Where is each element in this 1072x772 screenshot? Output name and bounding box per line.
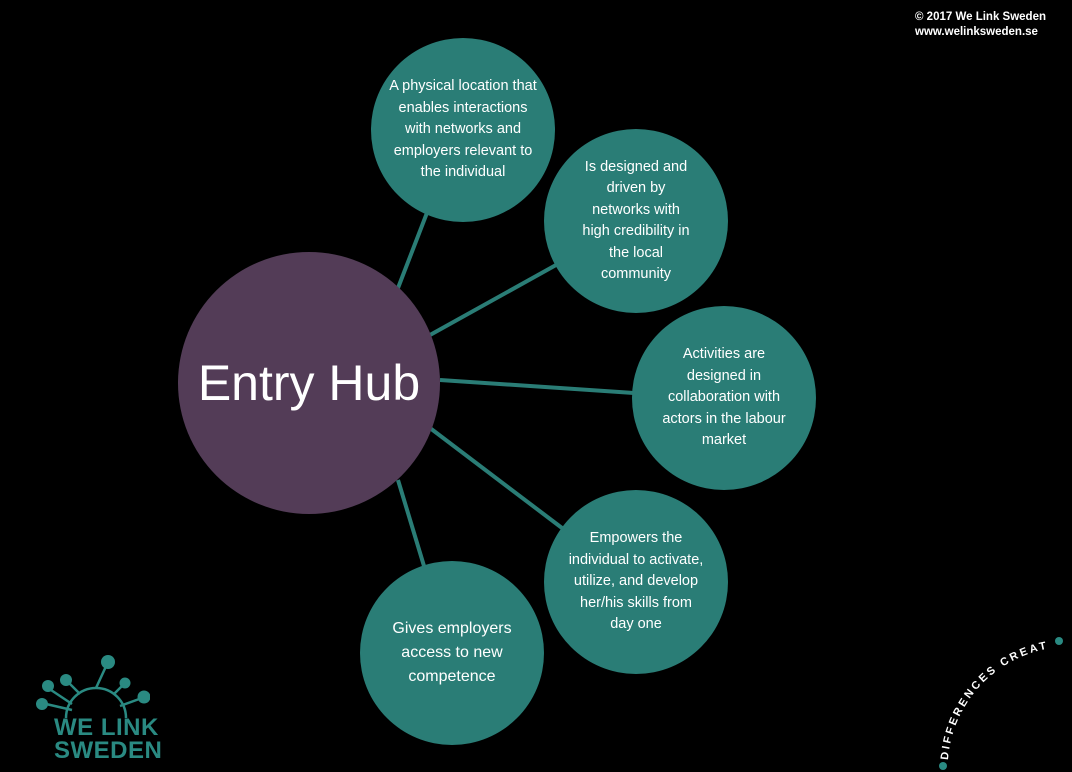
website-link: www.welinksweden.se [915, 26, 1038, 38]
svg-text:DIFFERENCES CREATE GREATNESS: DIFFERENCES CREATE GREATNESS [900, 600, 1050, 760]
hub-label: Entry Hub [197, 355, 421, 411]
slogan-arc: DIFFERENCES CREATE GREATNESS [900, 600, 1063, 770]
node-activities: Activities are designed in collaboration… [632, 306, 816, 490]
copyright-notice: © 2017 We Link Sweden www.welinksweden.s… [915, 10, 1046, 40]
node-designed-by-networks: Is designed and driven by networks with … [544, 129, 728, 313]
entry-hub-circle: Entry Hub [178, 252, 440, 514]
arc-dot-top [1055, 637, 1063, 645]
node-text: Activities are designed in collaboration… [662, 346, 786, 449]
connector-4 [428, 426, 564, 530]
connector-1 [396, 204, 432, 289]
we-link-sweden-logo-icon [36, 655, 150, 719]
node-empowers-individual: Empowers the individual to activate, uti… [544, 490, 728, 674]
node-text: Empowers the individual to activate, uti… [568, 530, 704, 633]
node-text: A physical location that enables interac… [389, 78, 537, 181]
connector-5 [396, 479, 426, 567]
node-physical-location: A physical location that enables interac… [371, 38, 555, 222]
connector-2 [429, 263, 557, 337]
connector-3 [439, 378, 635, 395]
arc-dot-bottom [939, 762, 947, 770]
slogan-text: DIFFERENCES CREATE GREATNESS [900, 600, 1047, 760]
node-text: Gives employers access to new competence [392, 620, 512, 685]
node-text: Is designed and driven by networks with … [582, 158, 690, 283]
copyright-text: © 2017 We Link Sweden [915, 11, 1046, 23]
node-gives-employers: Gives employers access to new competence [360, 561, 544, 745]
logo-line2: SWEDEN [54, 737, 163, 764]
logo-line1: WE LINK [54, 714, 159, 741]
logo-wordmark: WE LINK SWEDEN [54, 714, 163, 764]
